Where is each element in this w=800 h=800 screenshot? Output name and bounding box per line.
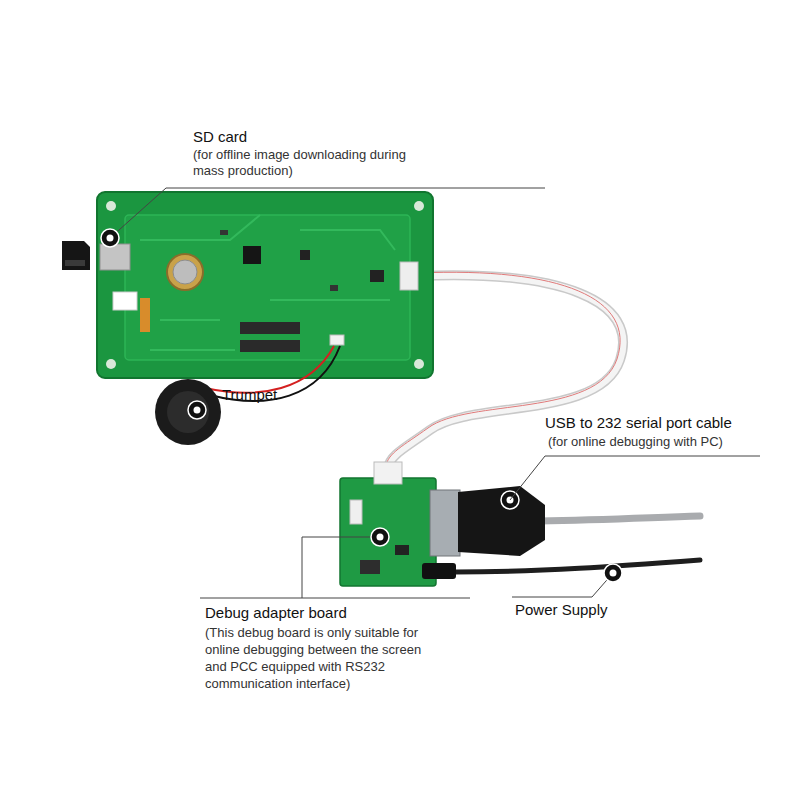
- speaker-cone: [167, 391, 209, 433]
- part-name: USB to 232 serial port cable: [545, 414, 795, 432]
- flex-cable: [140, 298, 150, 332]
- pcb-traces: [140, 215, 395, 350]
- coin-battery-holder: [167, 254, 203, 290]
- fpc-connector: [240, 322, 300, 334]
- qr-sticker: [113, 292, 137, 310]
- part-note: (This debug board is only suitable for o…: [205, 624, 445, 692]
- speaker-socket: [330, 335, 344, 345]
- chip: [395, 545, 409, 555]
- part-note: (for offline image downloading during ma…: [193, 147, 423, 179]
- callout-marker-dot: [377, 534, 384, 541]
- usb-cable: [540, 516, 700, 521]
- chip: [300, 250, 310, 260]
- speaker-wire-red: [205, 346, 334, 393]
- sd-card: [62, 241, 90, 270]
- callout-marker-dot: [107, 235, 114, 242]
- part-name: Trumpet: [222, 386, 342, 404]
- mounting-hole: [106, 201, 116, 211]
- leader-line: [110, 188, 545, 238]
- part-name: Power Supply: [515, 601, 665, 619]
- adapter-socket: [374, 462, 402, 484]
- mounting-hole: [414, 201, 424, 211]
- main-pcb: [97, 192, 433, 378]
- adapter-board: [340, 478, 436, 586]
- sd-card-label: [65, 260, 85, 266]
- callout-marker: [371, 528, 389, 546]
- coin-battery: [173, 260, 197, 284]
- leader-line: [200, 537, 470, 598]
- adapter-header: [350, 500, 362, 524]
- mounting-hole: [414, 359, 424, 369]
- callout-marker: [101, 229, 119, 247]
- part-note: (for online debugging with PC): [548, 434, 793, 450]
- callout-marker: [188, 401, 206, 419]
- chip: [243, 246, 261, 264]
- chip: [220, 230, 228, 235]
- chip: [360, 560, 380, 574]
- leader-line: [510, 456, 760, 500]
- db9-shell: [430, 490, 460, 556]
- chip: [370, 270, 384, 282]
- callout-marker-dot: [194, 407, 201, 414]
- callout-marker: [604, 564, 622, 582]
- chip: [330, 285, 338, 291]
- leader-line: [512, 573, 613, 597]
- pcb-inner-area: [125, 215, 410, 360]
- part-name: Debug adapter board: [205, 604, 465, 622]
- power-jack: [422, 563, 456, 579]
- mounting-hole: [106, 359, 116, 369]
- db9-plug: [458, 486, 545, 556]
- speaker: [155, 379, 221, 445]
- fpc-connector: [240, 340, 300, 352]
- sd-slot: [100, 244, 130, 270]
- callout-marker-dot: [610, 570, 617, 577]
- part-name: SD card: [193, 128, 513, 146]
- ribbon-socket: [400, 262, 418, 290]
- power-cable: [455, 560, 700, 572]
